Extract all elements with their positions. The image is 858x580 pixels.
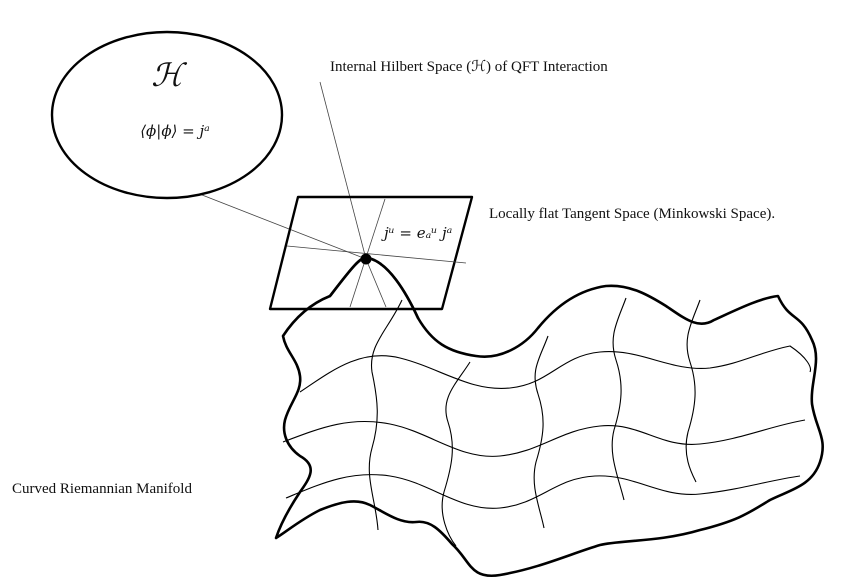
manifold-grid-line — [533, 335, 549, 529]
tangent-axis — [286, 245, 467, 264]
connector-line — [196, 192, 367, 260]
manifold-outline — [274, 256, 824, 578]
manifold-grid-line — [299, 345, 812, 393]
manifold-grid-line — [611, 297, 627, 501]
connector-line — [319, 81, 367, 260]
manifold-grid-line — [685, 299, 701, 483]
tangent-plane: jᵘ = eₐᵘ jᵃ — [268, 195, 474, 311]
manifold-grid — [282, 297, 812, 547]
manifold-grid-line — [441, 361, 471, 547]
hilbert-symbol: ℋ — [151, 56, 187, 94]
tangent-space-label: Locally flat Tangent Space (Minkowski Sp… — [489, 206, 775, 222]
tangent-axis — [349, 198, 386, 308]
hilbert-ellipse — [50, 30, 284, 200]
manifold-grid-line — [282, 419, 806, 457]
hilbert-equation: ⟨ϕ|ϕ⟩ = jᵃ — [140, 122, 210, 140]
tangent-plane-outline — [268, 195, 474, 311]
manifold-grid-line — [285, 474, 801, 509]
manifold-label: Curved Riemannian Manifold — [12, 481, 192, 497]
tangent-axis — [365, 258, 387, 308]
tangent-point — [360, 253, 372, 265]
hilbert-space-label: Internal Hilbert Space (ℋ) of QFT Intera… — [330, 59, 608, 75]
tangent-equation: jᵘ = eₐᵘ jᵃ — [381, 224, 452, 242]
hilbert-bubble: ℋ ⟨ϕ|ϕ⟩ = jᵃ — [50, 30, 284, 200]
manifold-grid-line — [368, 299, 403, 531]
